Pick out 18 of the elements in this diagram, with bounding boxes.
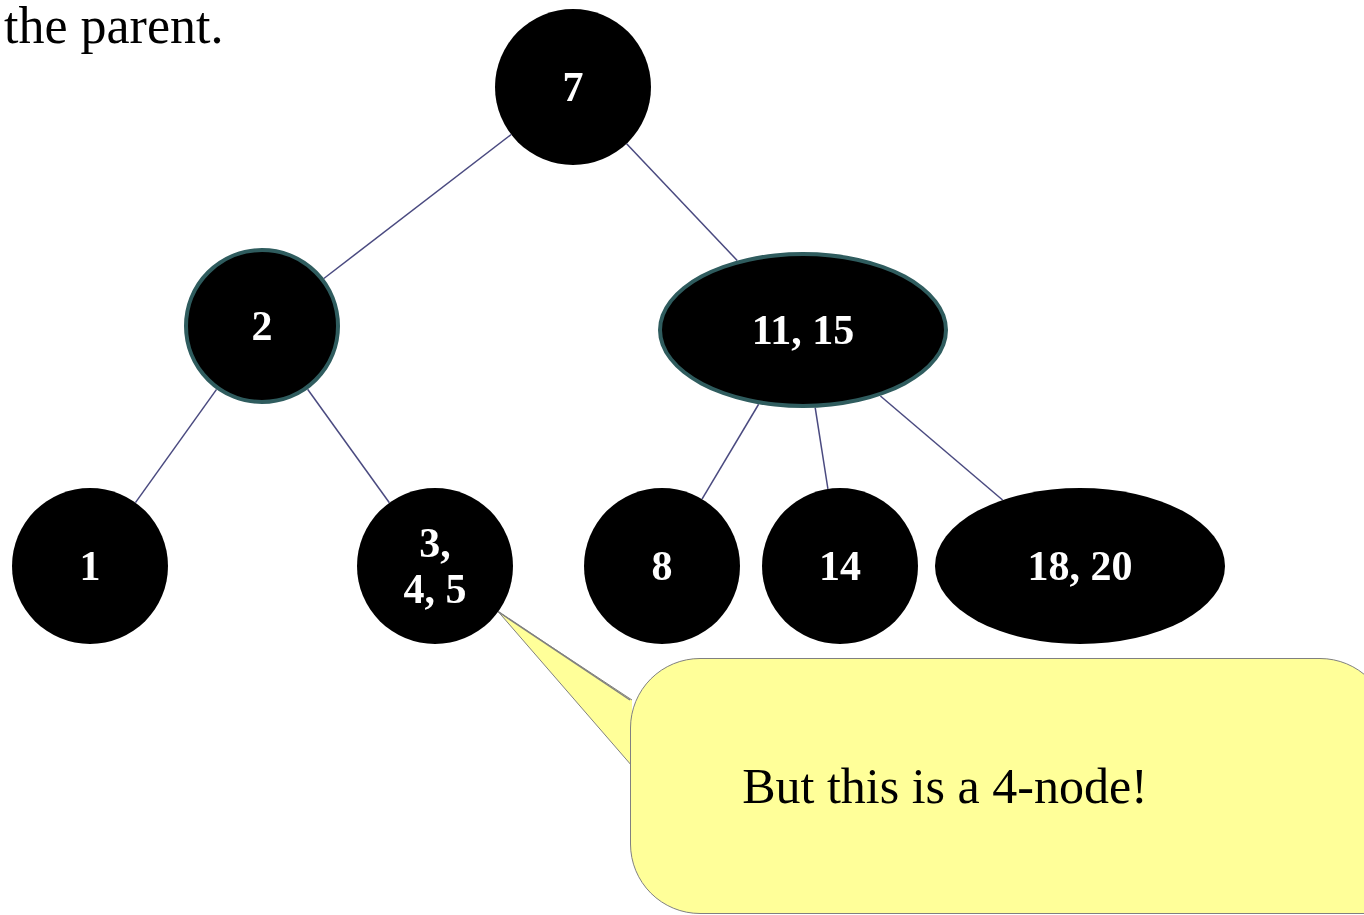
tree-edge	[323, 133, 512, 280]
tree-node: 2	[184, 248, 340, 404]
tree-edge	[306, 388, 391, 504]
tree-node: 11, 15	[658, 252, 948, 408]
tree-edge	[625, 142, 738, 262]
tree-node: 1	[12, 488, 168, 644]
tree-node: 14	[762, 488, 918, 644]
tree-edge	[134, 388, 218, 504]
tree-edge	[814, 406, 829, 490]
leader-line	[497, 610, 631, 701]
heading-text: the parent.	[4, 0, 224, 55]
tree-edge	[879, 395, 1004, 501]
tree-node: 3, 4, 5	[357, 488, 513, 644]
tree-node: 18, 20	[935, 488, 1225, 644]
tree-node: 8	[584, 488, 740, 644]
callout-bubble	[630, 658, 1364, 914]
tree-node: 7	[495, 9, 651, 165]
callout-text: But this is a 4-node!	[742, 757, 1148, 815]
